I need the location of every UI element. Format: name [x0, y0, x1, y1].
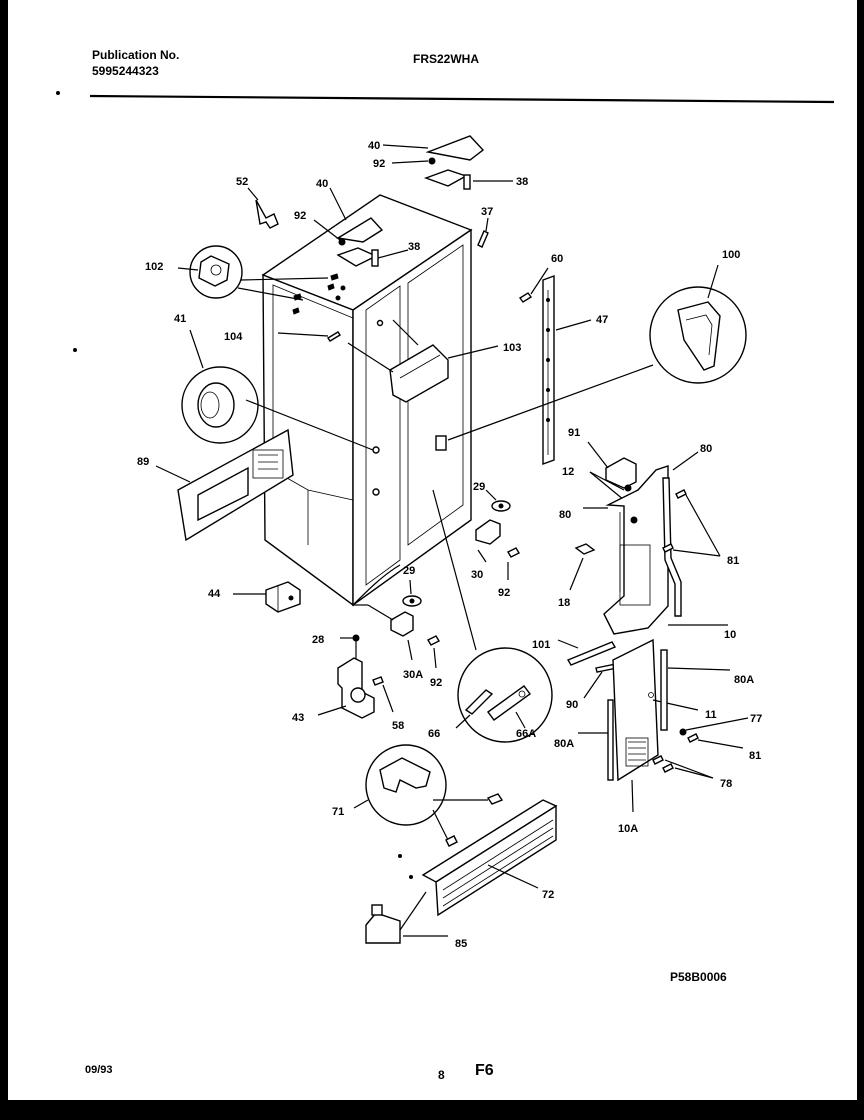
callout-90: 90	[566, 699, 578, 711]
part-90	[583, 663, 618, 699]
callout-92: 92	[294, 210, 306, 222]
callout-102: 102	[145, 261, 163, 273]
callout-30A: 30A	[403, 669, 423, 681]
hinge-bracket-29-30A	[353, 579, 440, 669]
callout-85: 85	[455, 938, 467, 950]
callout-18: 18	[558, 597, 570, 609]
callout-103: 103	[503, 342, 521, 354]
grille-72	[421, 799, 558, 917]
detail-100	[435, 264, 747, 451]
callout-80A-left: 80A	[554, 738, 574, 750]
callout-47: 47	[596, 314, 608, 326]
callout-12: 12	[562, 466, 574, 478]
callout-66: 66	[428, 728, 440, 740]
bracket-43	[317, 657, 394, 719]
callout-71: 71	[332, 806, 344, 818]
model-number: FRS22WHA	[413, 52, 480, 66]
bracket-103	[347, 319, 499, 403]
footer-section: F6	[475, 1062, 494, 1079]
callout-104: 104	[224, 331, 243, 343]
callout-78: 78	[720, 778, 732, 790]
callout-41: 41	[174, 313, 186, 325]
callout-labels: 40 92 38 37 52 40 92 38 102 60 100 47 41…	[137, 140, 762, 950]
callout-29: 29	[473, 481, 485, 493]
bracket-52	[247, 187, 279, 229]
hinge-bracket-29-30	[475, 489, 520, 580]
callout-91: 91	[568, 427, 580, 439]
callout-80-right: 80	[700, 443, 712, 455]
callout-44: 44	[208, 588, 221, 600]
callout-80-left: 80	[559, 509, 571, 521]
callout-10: 10	[724, 629, 736, 641]
panel-89	[155, 428, 294, 542]
strip-101	[557, 639, 617, 666]
callout-92-top: 92	[373, 158, 385, 170]
header-rule	[89, 94, 835, 104]
callout-81-b: 81	[749, 750, 761, 762]
callout-52: 52	[236, 176, 248, 188]
screw-104	[277, 331, 341, 342]
diagram-code: P58B0006	[670, 970, 727, 984]
publication-number: 5995244323	[92, 64, 159, 78]
callout-29-b: 29	[403, 565, 415, 577]
detail-66	[432, 489, 553, 743]
callout-11: 11	[705, 709, 717, 721]
callout-72: 72	[542, 889, 554, 901]
callout-66A: 66A	[516, 728, 536, 740]
callout-28: 28	[312, 634, 324, 646]
clip-18	[569, 543, 596, 591]
callout-40-top: 40	[368, 140, 380, 152]
callout-10A: 10A	[618, 823, 638, 835]
callout-43: 43	[292, 712, 304, 724]
exploded-view-diagram: 40 92 38 37 52 40 92 38 102 60 100 47 41…	[56, 91, 835, 950]
screw-37	[477, 230, 489, 248]
duct-assembly-10	[583, 465, 728, 635]
screw-28	[340, 634, 360, 660]
duct-rail-80	[662, 451, 699, 617]
callout-38: 38	[408, 241, 420, 253]
rail-47	[542, 275, 592, 465]
detail-71	[353, 744, 504, 847]
callout-77: 77	[750, 713, 762, 725]
callout-40: 40	[316, 178, 328, 190]
callout-37: 37	[481, 206, 493, 218]
callout-92-c: 92	[430, 677, 442, 689]
detail-102	[177, 245, 329, 301]
bracket-85	[365, 891, 448, 944]
strips-80A	[578, 649, 731, 781]
callout-92-b: 92	[498, 587, 510, 599]
screws-lower	[652, 717, 749, 779]
callout-58: 58	[392, 720, 404, 732]
screw-60	[518, 267, 549, 303]
footer-date: 09/93	[85, 1064, 113, 1076]
duct-panel-10A	[612, 638, 699, 813]
publication-label: Publication No.	[92, 48, 180, 62]
footer-page-number: 8	[438, 1068, 445, 1082]
bracket-91	[587, 441, 637, 504]
detail-41	[181, 329, 374, 451]
bracket-44	[233, 581, 301, 613]
hinge-cover-top	[382, 135, 513, 190]
callout-89: 89	[137, 456, 149, 468]
callout-80A-right: 80A	[734, 674, 754, 686]
hinge-cover-cabinet	[313, 187, 409, 267]
callout-101: 101	[532, 639, 550, 651]
callout-60: 60	[551, 253, 563, 265]
callout-38-top: 38	[516, 176, 528, 188]
callout-100: 100	[722, 249, 740, 261]
callout-30: 30	[471, 569, 483, 581]
screws-81	[662, 489, 721, 557]
parts-diagram-page: Publication No. 5995244323 FRS22WHA	[8, 0, 857, 1100]
callout-81-a: 81	[727, 555, 739, 567]
